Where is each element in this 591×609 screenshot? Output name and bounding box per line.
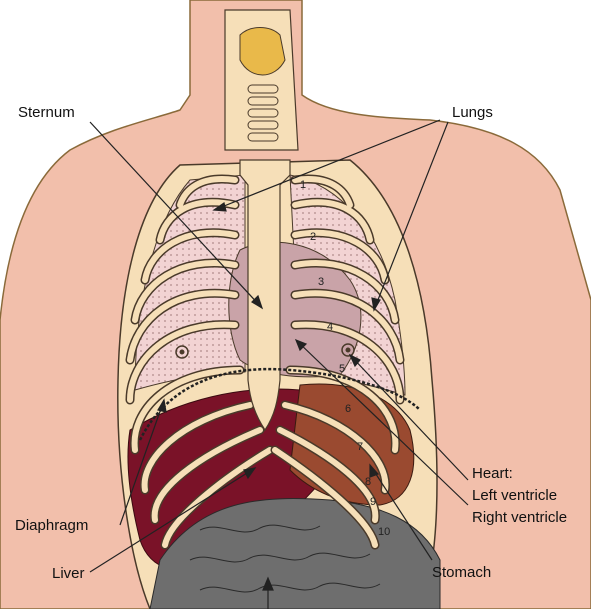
- rib-number-8: 8: [365, 476, 371, 488]
- label-stomach: Stomach: [432, 564, 491, 581]
- rib-number-9: 9: [370, 496, 376, 508]
- trachea-rings: [248, 85, 278, 141]
- label-left-ventricle: Left ventricle: [472, 487, 557, 504]
- label-liver: Liver: [52, 565, 85, 582]
- label-right-ventricle: Right ventricle: [472, 509, 567, 526]
- rib-number-3: 3: [318, 276, 324, 288]
- thyroid-cartilage: [240, 28, 285, 76]
- rib-number-7: 7: [357, 441, 363, 453]
- rib-number-1: 1: [300, 179, 306, 191]
- rib-number-6: 6: [345, 403, 351, 415]
- rib-number-4: 4: [327, 321, 333, 333]
- label-heart: Heart:: [472, 465, 513, 482]
- rib-number-5: 5: [339, 363, 345, 375]
- rib-number-10: 10: [378, 526, 390, 538]
- label-diaphragm: Diaphragm: [15, 517, 88, 534]
- label-sternum: Sternum: [18, 104, 75, 121]
- rib-number-2: 2: [310, 231, 316, 243]
- label-lungs: Lungs: [452, 104, 493, 121]
